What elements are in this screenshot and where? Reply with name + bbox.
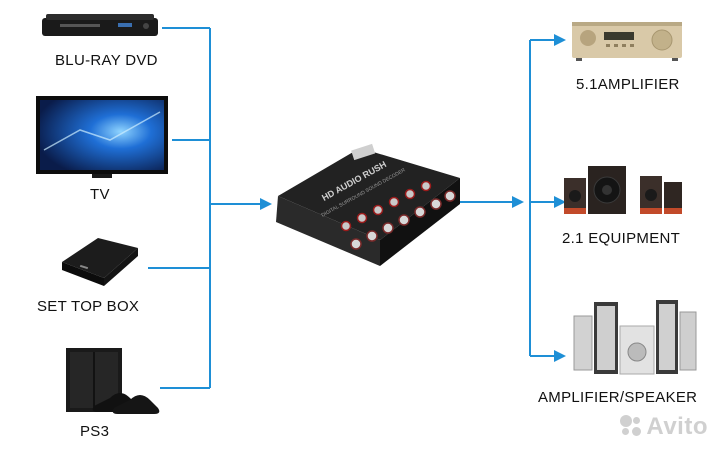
amplifier-speaker-image	[573, 300, 697, 375]
avito-watermark-text: Avito	[646, 413, 708, 440]
set-top-box-label: SET TOP BOX	[37, 298, 140, 315]
set-top-box-image	[62, 238, 138, 286]
eq21-label: 2.1 EQUIPMENT	[562, 230, 681, 247]
audio-decoder-image	[276, 143, 460, 266]
arrow-to-eq21	[554, 196, 566, 208]
amp51-image	[572, 22, 682, 61]
arrow-to-speakers	[554, 350, 566, 362]
avito-logo-icon	[620, 415, 642, 437]
bluray-label: BLU-RAY DVD	[55, 52, 158, 69]
amplifier-speaker-label: AMPLIFIER/SPEAKER	[538, 389, 698, 406]
eq21-speakers-image	[564, 166, 682, 214]
amp51-label: 5.1AMPLIFIER	[576, 76, 680, 93]
avito-watermark: Avito	[620, 413, 708, 441]
ps3-label: PS3	[80, 423, 110, 440]
arrow-to-amp51	[554, 34, 566, 46]
tv-label: TV	[90, 186, 110, 203]
output-connector-lines	[460, 39, 555, 357]
input-arrow-head	[260, 198, 272, 210]
ps3-console-image	[66, 348, 160, 414]
input-connector-lines	[148, 27, 262, 389]
bluray-player-image	[42, 14, 158, 36]
tv-image	[36, 96, 168, 178]
output-arrow-head	[512, 196, 524, 208]
